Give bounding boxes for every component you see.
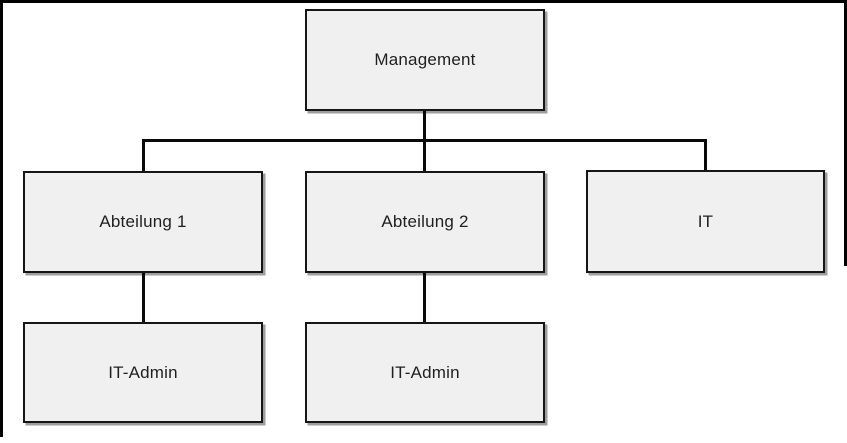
connector-management-down [423, 111, 426, 142]
connector-abteilung1-to-itadmin [142, 273, 145, 322]
node-itadmin-under-abteilung1[interactable]: IT-Admin [23, 322, 263, 423]
node-itadmin-1-label: IT-Admin [108, 362, 178, 382]
node-it-label: IT [697, 211, 714, 231]
node-abteilung-1-label: Abteilung 1 [99, 212, 187, 231]
connector-to-abteilung1 [142, 139, 145, 171]
node-itadmin-2-label: IT-Admin [390, 362, 460, 382]
node-abteilung-2-label: Abteilung 2 [381, 212, 469, 231]
connector-to-abteilung2 [423, 139, 426, 171]
node-itadmin-under-abteilung2[interactable]: IT-Admin [305, 322, 545, 423]
connector-abteilung2-to-itadmin [423, 273, 426, 322]
node-management[interactable]: Management [305, 9, 545, 111]
node-it[interactable]: IT [586, 170, 825, 273]
node-management-label: Management [374, 50, 476, 69]
frame-border-right [844, 0, 847, 266]
frame-border-left [0, 0, 3, 437]
node-abteilung-2[interactable]: Abteilung 2 [305, 171, 545, 273]
node-abteilung-1[interactable]: Abteilung 1 [23, 171, 263, 273]
connector-to-it [704, 139, 707, 171]
frame-border-top [0, 0, 847, 3]
